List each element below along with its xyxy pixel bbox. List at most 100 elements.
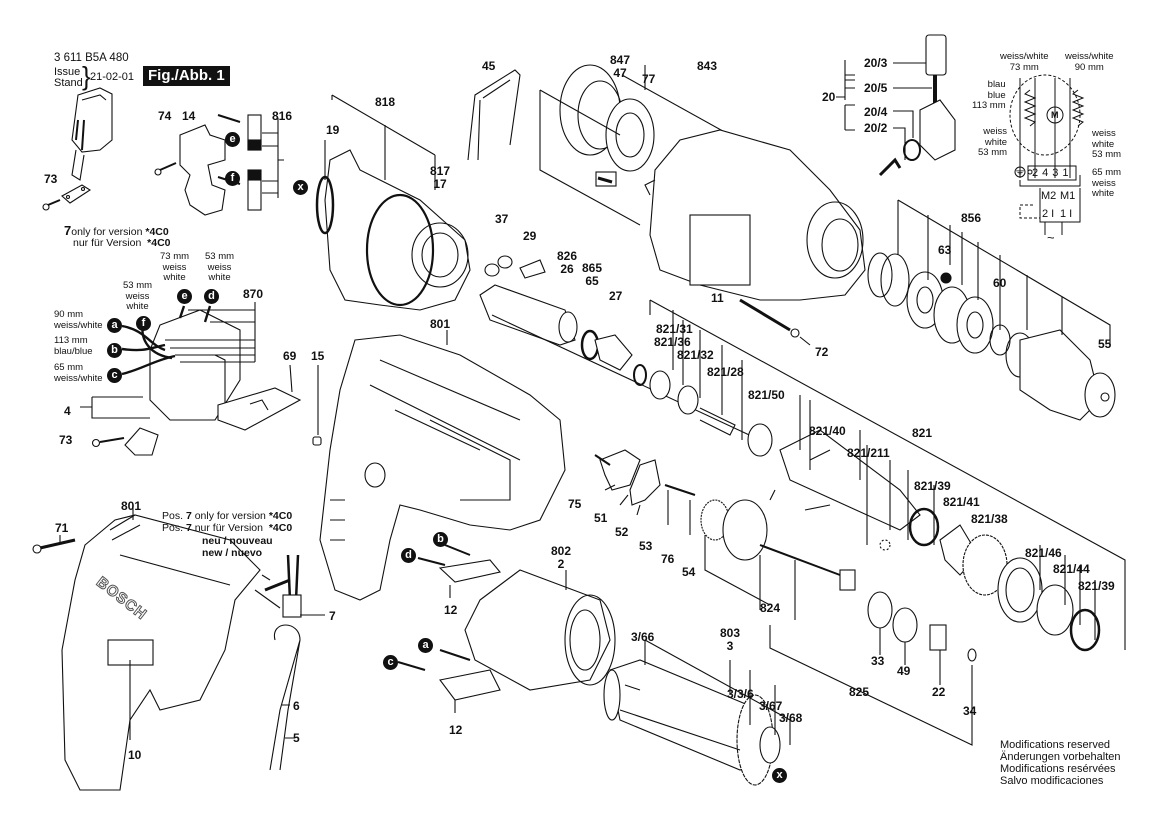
wire-f-color-en: white	[126, 301, 149, 312]
part-label-843: 843	[697, 59, 718, 73]
wire-c-length: 65 mm	[54, 362, 84, 373]
part-label-3-67: 3/67	[759, 699, 783, 713]
version-note-code-de: *4C0	[147, 237, 171, 249]
part-label-870: 870	[243, 287, 264, 301]
part-label-15: 15	[311, 349, 325, 363]
pos7-code: *4C0	[268, 510, 293, 522]
part-label-821-41: 821/41	[943, 495, 980, 509]
schem-mid-right-len: 53 mm	[1092, 149, 1122, 160]
version-note-code: *4C0	[145, 226, 169, 238]
part-label-10: 10	[128, 748, 142, 762]
brace-symbol: }	[82, 61, 91, 91]
part-label-818: 818	[375, 95, 396, 109]
bottom-terminal-2: 2 I	[1042, 208, 1055, 220]
fan-marker-x: x	[293, 180, 308, 195]
part-label-65: 65	[585, 274, 599, 288]
part-label-3: 3	[726, 639, 734, 653]
part-label-17: 17	[433, 177, 447, 191]
part-label-12-lower: 12	[449, 723, 463, 737]
issue-date: 21-02-01	[90, 71, 135, 83]
part-label-826-26: 826 26	[557, 250, 577, 276]
schem-left-c2: blue	[987, 89, 1006, 101]
part-label-47: 47	[613, 66, 627, 80]
wire-b-length: 113 mm	[54, 335, 88, 346]
modifications-en: Modifications reserved	[1000, 739, 1111, 751]
part-label-27: 27	[609, 289, 623, 303]
brush-cable-marker-a: a	[418, 638, 433, 653]
wire-f-length: 53 mm	[123, 280, 153, 291]
brush-cable-marker-b: b	[433, 532, 448, 547]
version-note-text-de: nur für Version	[73, 237, 142, 249]
part-label-803-3: 803 3	[720, 627, 740, 653]
wire-d-spec: 53 mm weiss white	[205, 251, 235, 284]
part-label-20-5: 20/5	[864, 81, 888, 95]
schem-low-right-c1: weiss	[1092, 177, 1116, 189]
part-label-12-upper: 12	[444, 603, 458, 617]
version-note-pos: 7	[64, 223, 72, 238]
new-note-1: neu / nouveau	[202, 535, 273, 547]
part-label-49: 49	[897, 664, 911, 678]
part-label-74: 74	[158, 109, 172, 123]
part-label-817-17: 817 17	[430, 165, 450, 191]
part-label-6: 6	[293, 699, 300, 713]
part-label-53: 53	[639, 539, 653, 553]
brush-marker-e: e	[225, 132, 240, 147]
schem-top-left-wire: weiss/white 73 mm	[1000, 51, 1049, 73]
schem-mid-right-wire: weiss white 53 mm	[1092, 128, 1122, 161]
part-label-14: 14	[182, 109, 196, 123]
pos7-note-en: Pos. 7 only for version *4C0	[162, 510, 292, 522]
wire-c-spec: 65 mm weiss/white	[54, 362, 103, 384]
part-label-5: 5	[293, 731, 300, 745]
modifications-es: Salvo modificaciones	[1000, 775, 1104, 787]
part-label-821-39-first: 821/39	[914, 479, 951, 493]
pos7-num-de: 7	[185, 522, 192, 534]
version-note-text: only for version	[71, 226, 143, 238]
part-label-73: 73	[44, 172, 58, 186]
part-label-821-50: 821/50	[748, 388, 785, 402]
wire-a-length: 90 mm	[54, 309, 84, 320]
brush-marker-f: f	[225, 171, 240, 186]
part-label-3-3-6: 3/3/6	[727, 687, 754, 701]
part-label-72: 72	[815, 345, 829, 359]
wire-e-spec: 73 mm weiss white	[160, 251, 189, 284]
part-label-29: 29	[523, 229, 537, 243]
issue-label: Issue	[54, 66, 81, 78]
ac-symbol: ~	[1047, 230, 1055, 245]
schem-top-right-wire: weiss/white 90 mm	[1065, 51, 1114, 73]
wire-a-color: weiss/white	[54, 319, 103, 331]
part-label-821-36: 821/36	[654, 335, 691, 349]
schem-mid-left-wire: weiss white 53 mm	[978, 126, 1007, 159]
part-label-3-68: 3/68	[779, 711, 803, 725]
schem-left-len: 113 mm	[972, 100, 1006, 111]
part-label-51: 51	[594, 511, 608, 525]
part-label-802: 802	[551, 544, 572, 558]
part-label-821-44: 821/44	[1053, 562, 1090, 576]
terminal-2: 2	[1032, 167, 1043, 179]
part-label-69: 69	[283, 349, 297, 363]
part-label-847-47: 847 47	[610, 54, 630, 80]
part-label-71: 71	[55, 521, 69, 535]
part-label-55: 55	[1098, 337, 1112, 351]
part-label-821-40: 821/40	[809, 424, 846, 438]
schem-left-c1: blau	[987, 79, 1006, 90]
schem-low-right-len: 65 mm	[1092, 167, 1122, 178]
pos7-num: 7	[185, 510, 192, 522]
part-label-77: 77	[642, 72, 656, 86]
part-label-20: 20	[822, 90, 836, 104]
part-label-801-upper: 801	[430, 317, 451, 331]
part-label-52: 52	[615, 525, 629, 539]
part-label-4: 4	[64, 404, 71, 418]
wire-d-length: 53 mm	[205, 251, 235, 262]
part-label-821-31: 821/31	[656, 322, 693, 336]
connector-marker-a: a	[107, 318, 122, 333]
wire-c-color: weiss/white	[54, 372, 103, 384]
terminal-4: 4	[1042, 167, 1053, 179]
part-label-816: 816	[272, 109, 293, 123]
version-note-en: 7only for version *4C0	[64, 223, 169, 238]
m2-label: M2	[1041, 190, 1057, 202]
part-label-75: 75	[568, 497, 582, 511]
version-note-de: nur für Version *4C0	[73, 237, 171, 249]
part-label-34: 34	[963, 704, 977, 718]
wiring-schematic	[1009, 74, 1085, 235]
part-label-817: 817	[430, 164, 451, 178]
